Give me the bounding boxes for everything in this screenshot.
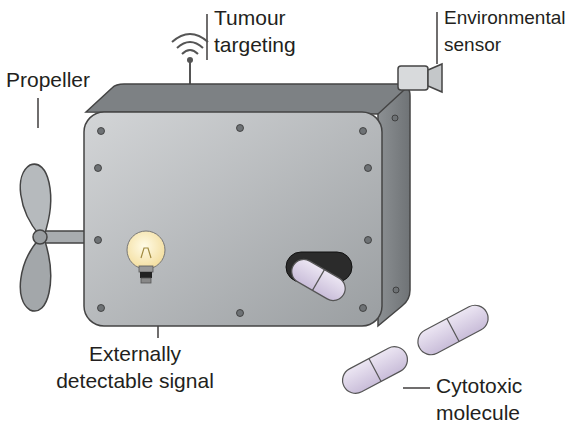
part-label: Cytotoxic molecule xyxy=(436,372,556,426)
part-label: Propeller xyxy=(6,66,116,93)
rivets xyxy=(95,115,400,317)
dispensing-slot xyxy=(286,252,352,305)
robot-body xyxy=(84,84,410,326)
propeller xyxy=(20,164,86,311)
part-label: Tumour targeting xyxy=(214,4,324,58)
environmental-sensor xyxy=(398,64,442,92)
part-label: Environmental sensor xyxy=(444,4,580,58)
light-bulb xyxy=(127,231,165,283)
part-label: Externally detectable signal xyxy=(40,340,230,394)
leader-lines xyxy=(38,12,437,388)
